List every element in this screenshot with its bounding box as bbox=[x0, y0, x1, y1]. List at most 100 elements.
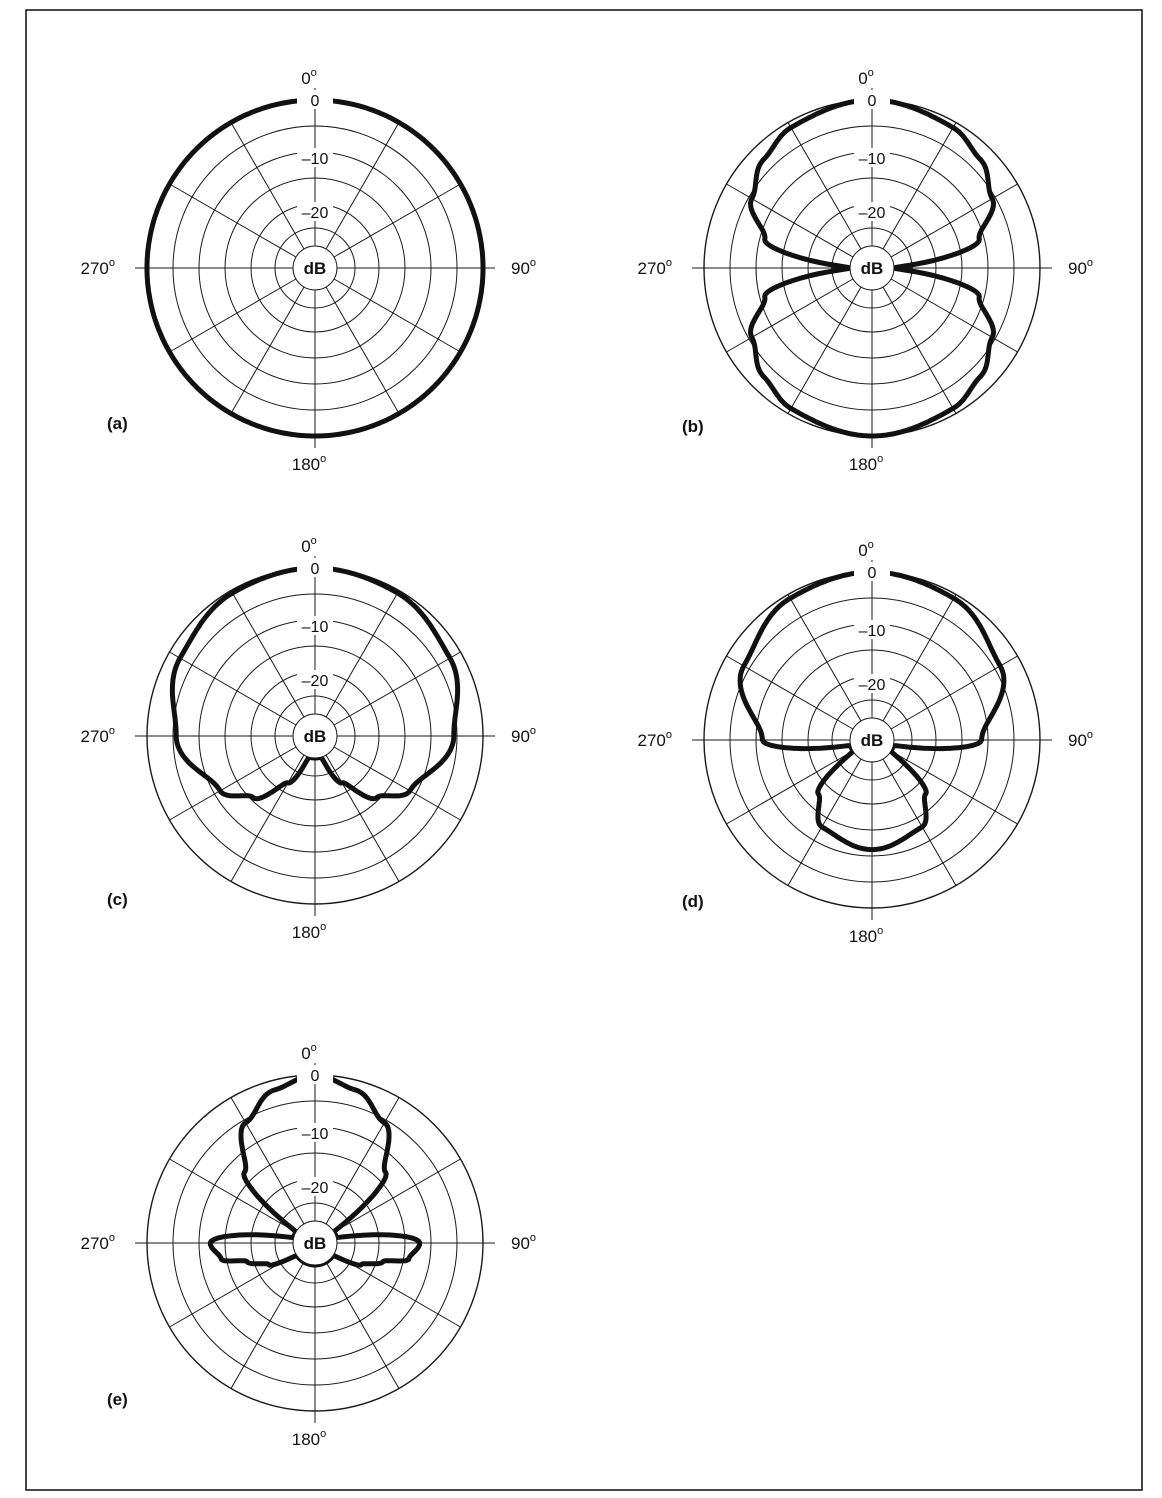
ring-label: –10 bbox=[302, 619, 329, 636]
grid-spoke bbox=[333, 746, 461, 821]
angle-label: 270o bbox=[81, 1232, 116, 1253]
grid-spoke bbox=[325, 1097, 400, 1225]
angle-label: 0o bbox=[301, 67, 317, 88]
ring-label: –20 bbox=[302, 1180, 329, 1197]
grid-spoke bbox=[169, 1158, 297, 1233]
pattern-curve bbox=[144, 97, 486, 439]
pattern-curve bbox=[737, 569, 1007, 853]
grid-spoke bbox=[230, 1097, 305, 1225]
angle-label: 90o bbox=[1068, 729, 1093, 750]
center-hub bbox=[849, 717, 895, 763]
angle-label: 0o bbox=[301, 535, 317, 556]
grid-ring bbox=[224, 1152, 406, 1334]
ring-label: –10 bbox=[859, 151, 886, 168]
ring-label: 0 bbox=[311, 561, 320, 578]
center-hub bbox=[292, 245, 338, 291]
angle-label: 180o bbox=[292, 1428, 327, 1449]
grid-spoke bbox=[230, 590, 305, 718]
ring-label: –20 bbox=[302, 673, 329, 690]
grid-ring bbox=[274, 227, 356, 309]
grid-spoke bbox=[169, 651, 297, 726]
grid-spoke bbox=[890, 278, 1018, 353]
ring-label-mask bbox=[854, 562, 890, 581]
grid-ring bbox=[729, 597, 1015, 883]
grid-spoke bbox=[882, 758, 957, 886]
ring-label-mask bbox=[854, 148, 890, 167]
ring-label-mask bbox=[297, 202, 333, 221]
grid-ring bbox=[274, 1202, 356, 1284]
ring-label: –10 bbox=[302, 1126, 329, 1143]
panel-label: (d) bbox=[682, 892, 704, 911]
ring-label-mask bbox=[297, 670, 333, 689]
grid-ring bbox=[224, 177, 406, 359]
grid-spoke bbox=[726, 183, 854, 258]
grid-spoke bbox=[325, 1261, 400, 1389]
grid-ring bbox=[729, 125, 1015, 411]
ring-label: 0 bbox=[868, 565, 877, 582]
ring-label-mask bbox=[297, 616, 333, 635]
ring-label: 0 bbox=[311, 1068, 320, 1085]
grid-ring bbox=[781, 649, 963, 831]
grid-spoke bbox=[890, 655, 1018, 730]
ring-label: –20 bbox=[859, 677, 886, 694]
center-label: dB bbox=[304, 259, 327, 278]
center-hub bbox=[849, 245, 895, 291]
ring-label-mask bbox=[297, 1123, 333, 1142]
grid-ring bbox=[274, 695, 356, 777]
ring-label: –10 bbox=[859, 623, 886, 640]
center-hub bbox=[292, 713, 338, 759]
grid-spoke bbox=[325, 754, 400, 882]
angle-label: 270o bbox=[638, 729, 673, 750]
grid-spoke bbox=[890, 183, 1018, 258]
ring-label: –10 bbox=[302, 151, 329, 168]
grid-spoke bbox=[325, 286, 400, 414]
grid-spoke bbox=[169, 746, 297, 821]
grid-spoke bbox=[787, 758, 862, 886]
angle-label: 180o bbox=[292, 453, 327, 474]
grid-spoke bbox=[333, 278, 461, 353]
grid-spoke bbox=[787, 122, 862, 250]
grid-ring bbox=[831, 227, 913, 309]
angle-label: 270o bbox=[81, 725, 116, 746]
panel-label: (a) bbox=[107, 414, 128, 433]
panel-label: (c) bbox=[107, 890, 128, 909]
ring-label-mask bbox=[854, 674, 890, 693]
figure-border bbox=[25, 9, 1143, 1491]
angle-label: 180o bbox=[849, 925, 884, 946]
grid-spoke bbox=[333, 651, 461, 726]
grid-spoke bbox=[169, 278, 297, 353]
ring-label: –20 bbox=[302, 205, 329, 222]
grid-spoke bbox=[882, 594, 957, 722]
grid-spoke bbox=[787, 594, 862, 722]
grid-spoke bbox=[230, 1261, 305, 1389]
pattern-curve bbox=[748, 97, 996, 439]
angle-label: 270o bbox=[81, 257, 116, 278]
angle-label: 180o bbox=[292, 921, 327, 942]
angle-label: 0o bbox=[858, 67, 874, 88]
grid-spoke bbox=[333, 1158, 461, 1233]
grid-ring bbox=[781, 177, 963, 359]
grid-spoke bbox=[726, 750, 854, 825]
grid-spoke bbox=[787, 286, 862, 414]
angle-label: 90o bbox=[511, 725, 536, 746]
center-label: dB bbox=[861, 259, 884, 278]
grid-ring bbox=[831, 699, 913, 781]
ring-label-mask bbox=[297, 148, 333, 167]
grid-ring bbox=[172, 125, 458, 411]
grid-ring bbox=[172, 593, 458, 879]
grid-spoke bbox=[325, 590, 400, 718]
ring-label-mask bbox=[297, 90, 333, 109]
angle-label: 0o bbox=[301, 1042, 317, 1063]
center-label: dB bbox=[861, 731, 884, 750]
ring-label: 0 bbox=[311, 93, 320, 110]
grid-spoke bbox=[726, 278, 854, 353]
angle-label: 180o bbox=[849, 453, 884, 474]
grid-spoke bbox=[882, 286, 957, 414]
grid-spoke bbox=[169, 183, 297, 258]
